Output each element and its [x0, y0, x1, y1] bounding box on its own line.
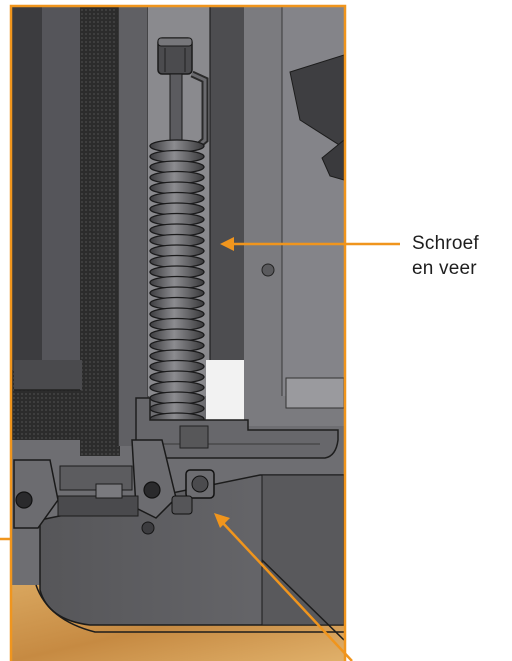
hinge — [13, 439, 177, 529]
callout-label-line2: en veer — [412, 258, 477, 279]
spring — [149, 139, 205, 426]
callout-label-line1: Schroef — [412, 233, 479, 254]
vertical-plate — [118, 6, 148, 446]
photo-content — [12, 6, 344, 661]
leader-line-bottom — [214, 513, 353, 661]
nut — [171, 469, 215, 515]
photo-frame — [9, 4, 347, 661]
callout-leader — [220, 237, 400, 251]
